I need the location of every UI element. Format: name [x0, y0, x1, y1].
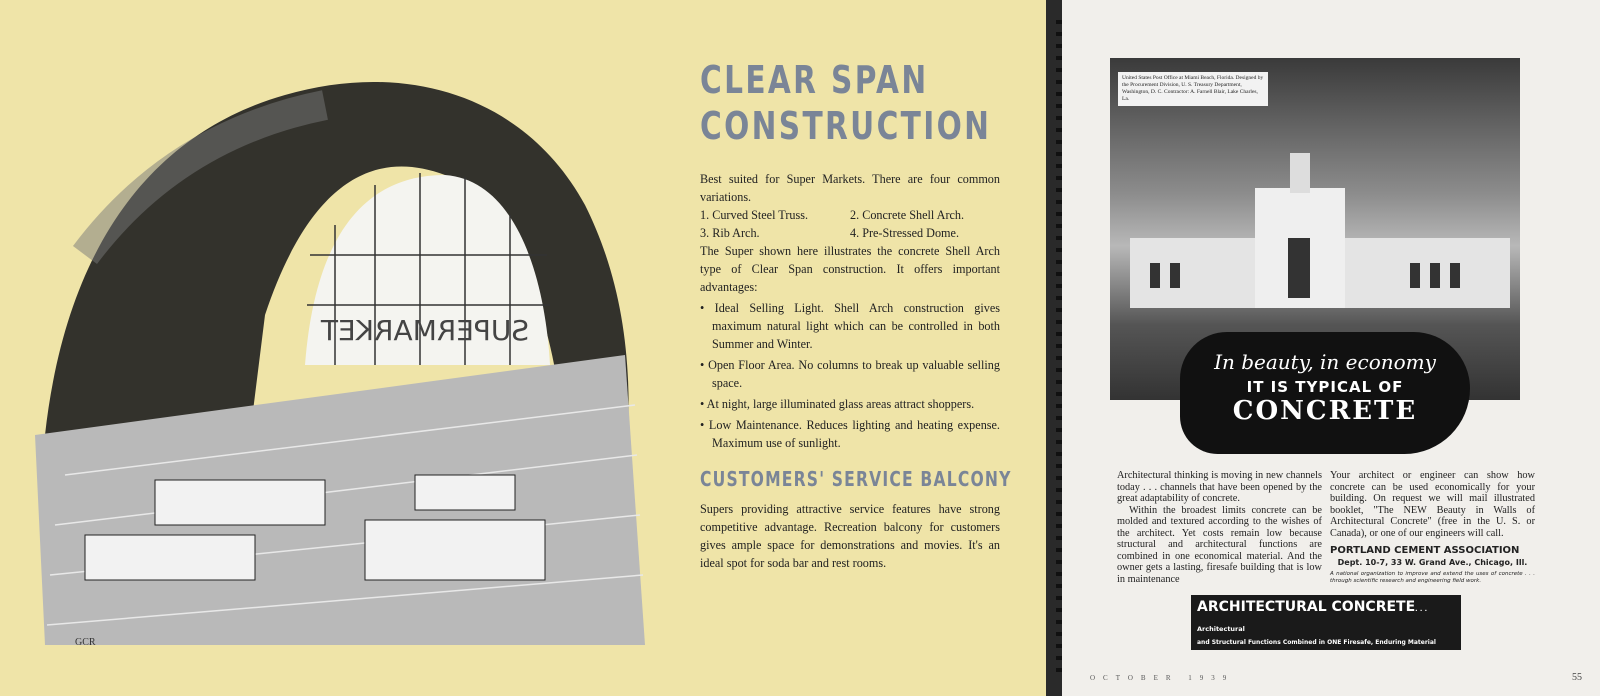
bullet: Low Maintenance. Reduces lighting and he…: [700, 416, 1000, 452]
artist-signature: GCR: [75, 637, 96, 648]
variation: 4. Pre-Stressed Dome.: [850, 226, 959, 240]
organization-note: A national organization to improve and e…: [1330, 571, 1535, 584]
organization-name: PORTLAND CEMENT ASSOCIATION: [1330, 545, 1520, 556]
bullet: Ideal Selling Light. Shell Arch construc…: [700, 299, 1000, 353]
banner-line2: and Structural Functions Combined in ONE…: [1197, 639, 1436, 646]
organization-address: Dept. 10-7, 33 W. Grand Ave., Chicago, I…: [1337, 558, 1528, 567]
left-page: SUPERMARKET GCR CLEAR SPAN CONSTRUCTION …: [0, 0, 1046, 696]
bullet: At night, large illuminated glass areas …: [700, 395, 1000, 413]
headline-big: CONCRETE: [1232, 396, 1418, 426]
subtitle: CUSTOMERS' SERVICE BALCONY: [700, 467, 1012, 491]
photo-caption: United States Post Office at Miami Beach…: [1118, 72, 1268, 106]
paragraph: The Super shown here illustrates the con…: [700, 244, 1000, 294]
footer-date: OCTOBER 1939: [1090, 674, 1235, 682]
title-line1: CLEAR SPAN: [700, 58, 929, 102]
title-line2: CONSTRUCTION: [700, 104, 992, 148]
ad-column-2: Your architect or engineer can show how …: [1330, 470, 1535, 585]
paragraph-2: Supers providing attractive service feat…: [700, 502, 1000, 570]
supermarket-illustration: SUPERMARKET GCR: [35, 81, 645, 648]
ad-text: Architectural thinking is moving in new …: [1117, 470, 1535, 650]
text-column: Best suited for Super Markets. There are…: [700, 170, 1012, 572]
banner: ARCHITECTURAL CONCRETE. . . Architectura…: [1191, 595, 1461, 650]
variation: 2. Concrete Shell Arch.: [850, 208, 965, 222]
headline-mid: IT IS TYPICAL OF: [1246, 378, 1404, 396]
body-text: Best suited for Super Markets. There are…: [700, 170, 1000, 452]
variation: 3. Rib Arch.: [700, 226, 760, 240]
building-drawing: [1130, 153, 1510, 308]
headline-script: In beauty, in economy: [1214, 350, 1436, 374]
banner-small: . . . Architectural: [1197, 605, 1428, 633]
right-page: United States Post Office at Miami Beach…: [1062, 0, 1600, 696]
variation: 1. Curved Steel Truss.: [700, 208, 809, 222]
paragraph: Your architect or engineer can show how …: [1330, 470, 1535, 539]
headline-block: In beauty, in economy IT IS TYPICAL OF C…: [1180, 332, 1470, 454]
page-number: 55: [1572, 672, 1582, 683]
intro: Best suited for Super Markets. There are…: [700, 172, 1000, 204]
paragraph: Within the broadest limits concrete can …: [1117, 504, 1322, 585]
sign-text: SUPERMARKET: [320, 314, 529, 347]
banner-title: ARCHITECTURAL CONCRETE: [1197, 599, 1416, 615]
ad-column-1: Architectural thinking is moving in new …: [1117, 470, 1322, 585]
paragraph: Architectural thinking is moving in new …: [1117, 470, 1322, 504]
bullet: Open Floor Area. No columns to break up …: [700, 356, 1000, 392]
post-office-photo: United States Post Office at Miami Beach…: [1110, 58, 1520, 400]
